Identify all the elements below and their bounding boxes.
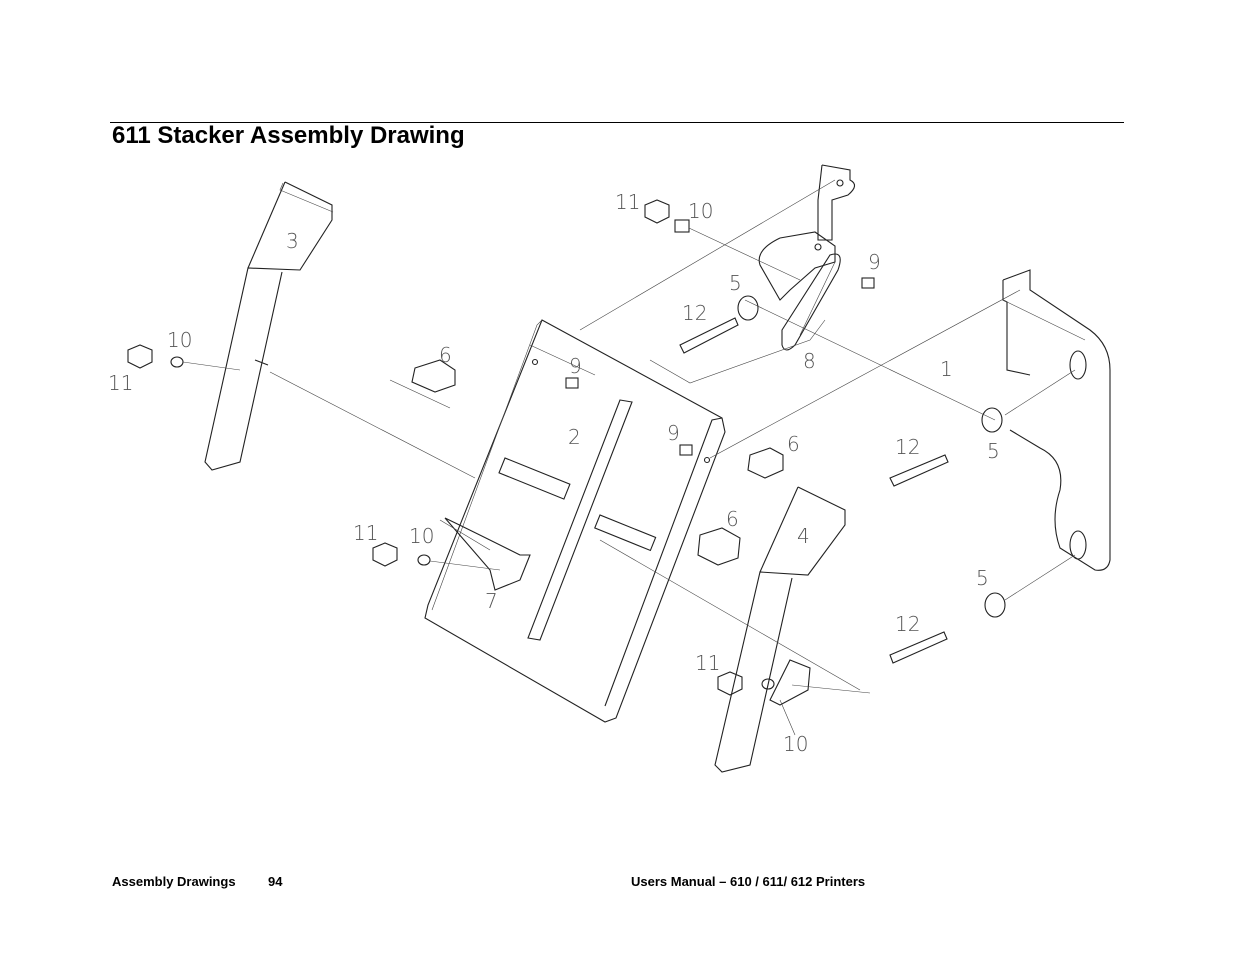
- footer-section: Assembly Drawings: [112, 874, 236, 889]
- callout-11b: 11: [108, 371, 133, 395]
- header-rule: [110, 122, 1124, 123]
- callout-10a: 10: [688, 199, 713, 223]
- part-8-arm: [649, 164, 856, 384]
- callout-2: 2: [568, 425, 581, 449]
- part-3-side-plate: [204, 181, 334, 471]
- callout-11d: 11: [695, 651, 720, 675]
- part-4-side-plate: [714, 486, 846, 773]
- footer-page-number: 94: [268, 874, 283, 889]
- part-6-blocks: [411, 359, 784, 566]
- callout-6a: 6: [439, 343, 452, 367]
- part-2-plate: [424, 319, 726, 723]
- callout-12b: 12: [895, 435, 920, 459]
- callout-5a: 5: [729, 271, 742, 295]
- callout-3: 3: [286, 229, 299, 253]
- callout-5c: 5: [976, 566, 989, 590]
- callout-7: 7: [485, 589, 498, 613]
- callout-9a: 9: [868, 250, 881, 274]
- footer-manual-title: Users Manual – 610 / 611/ 612 Printers: [631, 874, 866, 889]
- callout-6c: 6: [726, 507, 739, 531]
- callout-6b: 6: [787, 432, 800, 456]
- callout-4: 4: [797, 524, 810, 548]
- callout-9b: 9: [569, 354, 582, 378]
- callout-11c: 11: [353, 521, 378, 545]
- callouts: 1 2 3 4 5 5 5 6 6 6 7 8 9 9 9 10 10 10 1…: [108, 190, 1000, 756]
- part-1-bracket: [1002, 269, 1111, 571]
- page-title: 611 Stacker Assembly Drawing: [112, 122, 465, 149]
- callout-5b: 5: [987, 439, 1000, 463]
- callout-1: 1: [940, 357, 953, 381]
- part-7-latch: [439, 517, 531, 591]
- callout-10c: 10: [409, 524, 434, 548]
- callout-8: 8: [803, 349, 816, 373]
- callout-12a: 12: [682, 301, 707, 325]
- callout-9c: 9: [667, 421, 680, 445]
- callout-12c: 12: [895, 612, 920, 636]
- callout-10b: 10: [167, 328, 192, 352]
- hardware: [127, 199, 1006, 696]
- callout-11a: 11: [615, 190, 640, 214]
- leader-lines: [269, 179, 1076, 736]
- callout-10d: 10: [783, 732, 808, 756]
